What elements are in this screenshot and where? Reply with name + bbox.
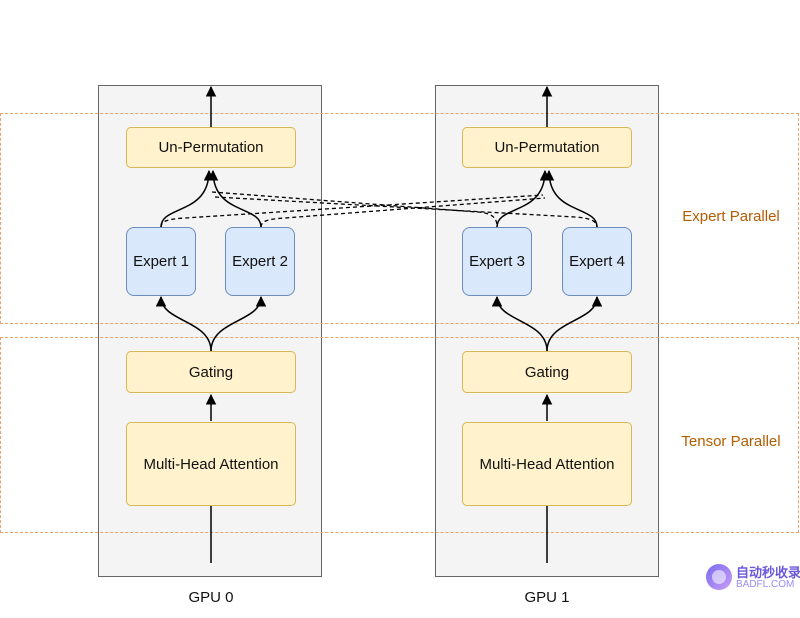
gpu-1-unpermutation-box: Un-Permutation <box>462 127 632 168</box>
cross-link-expert-1-to-gpu-1 <box>160 194 544 228</box>
gpu-1-expert-4-box: Expert 4 <box>562 227 632 296</box>
gpu-1-gating-to-expert-3-arrow <box>491 295 548 352</box>
gpu-0-attention-box: Multi-Head Attention <box>126 422 296 506</box>
gpu-0-expert-1-box: Expert 1 <box>126 227 196 296</box>
watermark-title: 自动秒收录 <box>736 565 800 580</box>
cross-link-expert-3-to-gpu-0 <box>211 191 498 228</box>
gpu-1-gating-to-expert-4-arrow <box>546 295 603 352</box>
gpu-0-unpermutation-box: Un-Permutation <box>126 127 296 168</box>
gpu-0-gating-to-expert-1-arrow <box>155 295 212 352</box>
gpu-0-expert-2-box: Expert 2 <box>225 227 295 296</box>
watermark-subtitle: BADFL.COM <box>736 579 795 590</box>
gpu-1-expert-4-to-unpermutation-arrow <box>543 169 598 228</box>
expert-parallel-region <box>0 113 799 324</box>
gpu-0-expert-1-to-unpermutation-arrow <box>160 169 215 228</box>
watermark: 自动秒收录 BADFL.COM <box>706 560 800 594</box>
gpu-0-label: GPU 0 <box>188 589 234 606</box>
gpu-0-gating-to-expert-2-arrow <box>210 295 267 352</box>
tensor-parallel-label: Tensor Parallel <box>681 433 781 450</box>
gpu-0-expert-2-to-unpermutation-arrow <box>207 169 262 228</box>
gpu-1-expert-3-box: Expert 3 <box>462 227 532 296</box>
gpu-1-expert-3-to-unpermutation-arrow <box>496 169 551 228</box>
gpu-0-gating-box: Gating <box>126 351 296 393</box>
gpu-1-attention-box: Multi-Head Attention <box>462 422 632 506</box>
gpu-1-gating-box: Gating <box>462 351 632 393</box>
tensor-parallel-region <box>0 337 799 533</box>
gpu-1-label: GPU 1 <box>524 589 570 606</box>
expert-parallel-label: Expert Parallel <box>682 208 780 225</box>
cross-link-expert-2-to-gpu-1 <box>260 197 546 228</box>
cross-link-expert-4-to-gpu-0 <box>214 196 598 228</box>
watermark-logo-icon <box>706 564 732 590</box>
